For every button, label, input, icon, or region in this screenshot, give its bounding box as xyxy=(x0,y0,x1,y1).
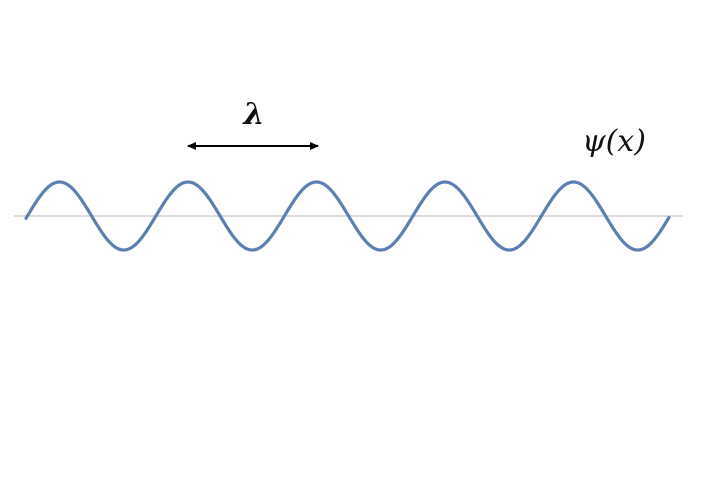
wavelength-label: λ xyxy=(241,97,264,132)
wave-curve xyxy=(24,180,671,252)
function-label: ψ(x) xyxy=(582,124,646,159)
